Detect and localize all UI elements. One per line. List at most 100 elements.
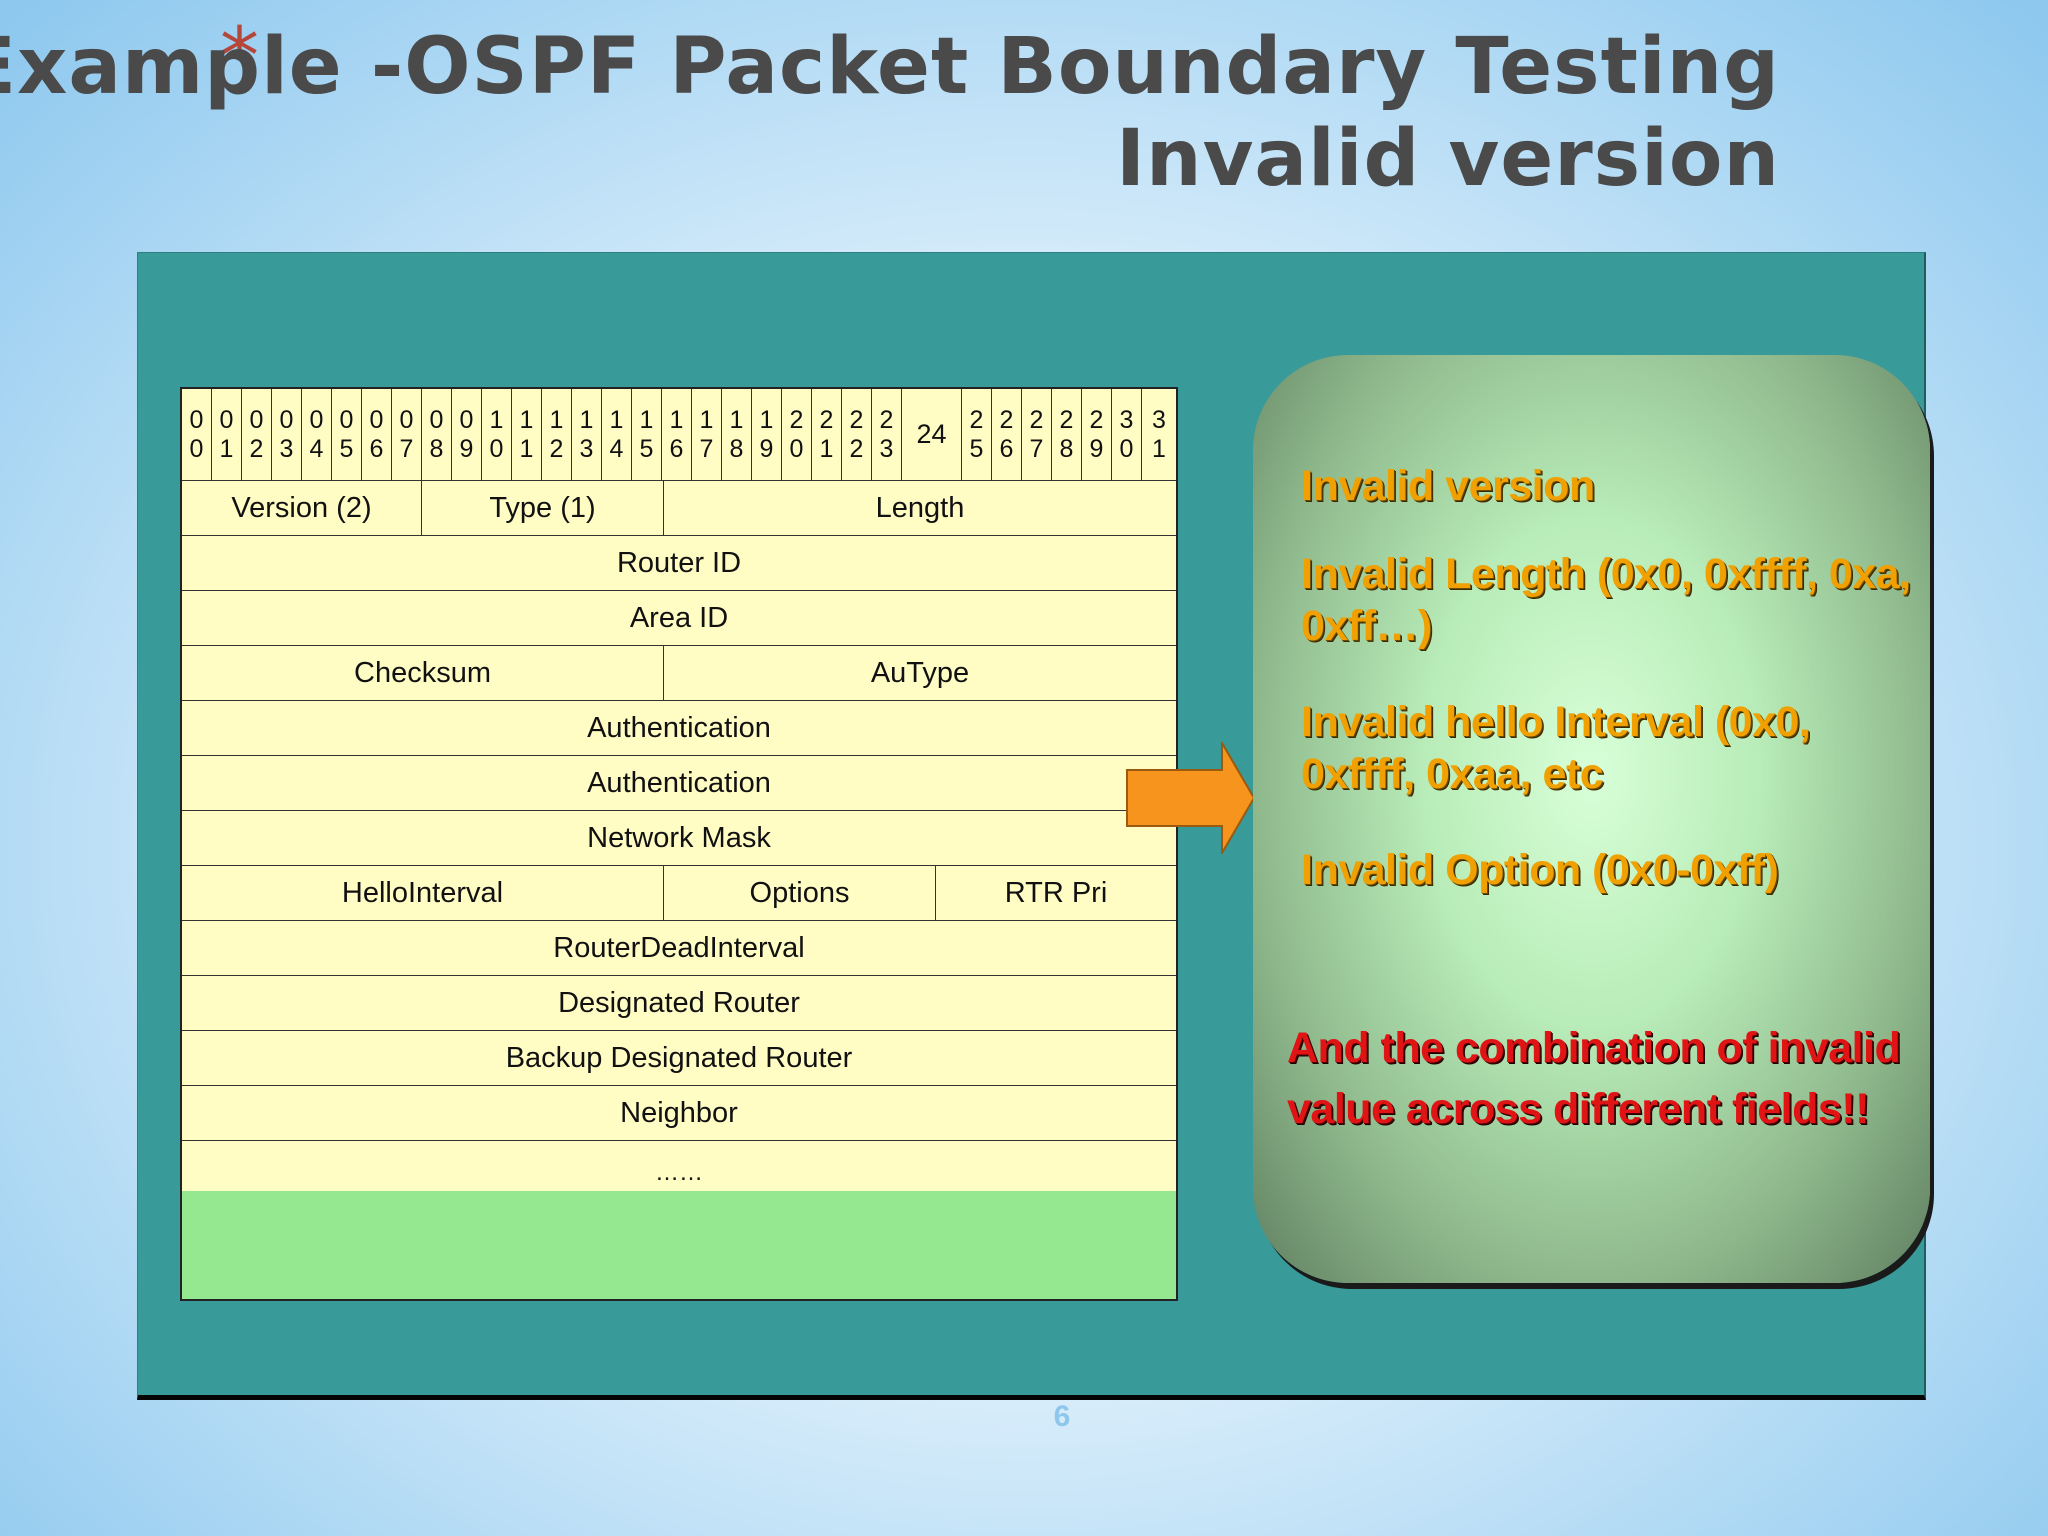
page-number: 6 bbox=[1053, 1400, 1071, 1433]
packet-row-ellipsis: …… bbox=[182, 1141, 1176, 1193]
bit-digit: 7 bbox=[399, 434, 414, 463]
bit-digit: 8 bbox=[1059, 434, 1074, 463]
packet-row-hello: HelloInterval Options RTR Pri bbox=[182, 866, 1176, 921]
callout-note-combination: And the combination of invalid value acr… bbox=[1287, 1024, 1901, 1134]
field-checksum: Checksum bbox=[182, 646, 664, 700]
bit-digit: 0 bbox=[789, 434, 804, 463]
bit-digit: 3 bbox=[1119, 405, 1134, 434]
bit-digit: 0 bbox=[459, 405, 474, 434]
bit-digit: 3 bbox=[879, 434, 894, 463]
field-length: Length bbox=[875, 491, 965, 524]
bit-digit: 0 bbox=[339, 405, 354, 434]
callout-item-invalid-length: Invalid Length (0x0, 0xffff, 0xa, 0xff…) bbox=[1301, 550, 1911, 651]
field-router-dead-interval: RouterDeadInterval bbox=[553, 931, 805, 964]
bit-digit: 1 bbox=[219, 434, 234, 463]
bit-digit: 0 bbox=[279, 405, 294, 434]
arrow-right-icon bbox=[1126, 742, 1256, 854]
bit-digit: 1 bbox=[609, 405, 624, 434]
bit-digit: 9 bbox=[1089, 434, 1104, 463]
bit-digit: 1 bbox=[669, 405, 684, 434]
bit-digit: 0 bbox=[369, 405, 384, 434]
slide-title-line-2: Invalid version bbox=[1116, 114, 1780, 204]
callout-item-invalid-hello-interval: Invalid hello Interval (0x0, 0xffff, 0xa… bbox=[1301, 698, 1811, 799]
bit-digit: 0 bbox=[249, 405, 264, 434]
callout-item-invalid-version: Invalid version bbox=[1301, 462, 1595, 510]
bit-digit: 0 bbox=[489, 434, 504, 463]
bullet-asterisk: * bbox=[220, 12, 259, 102]
bit-digit: 8 bbox=[429, 434, 444, 463]
bit-digit: 1 bbox=[489, 405, 504, 434]
bit-digit: 5 bbox=[339, 434, 354, 463]
bit-digit: 2 bbox=[1029, 405, 1044, 434]
bit-digit: 0 bbox=[309, 405, 324, 434]
packet-row-area-id: Area ID bbox=[182, 591, 1176, 646]
bit-digit: 2 bbox=[999, 405, 1014, 434]
bit-digit: 6 bbox=[999, 434, 1014, 463]
bit-digit: 2 bbox=[849, 434, 864, 463]
bit-digit: 1 bbox=[519, 434, 534, 463]
field-neighbor: Neighbor bbox=[620, 1096, 738, 1129]
bit-digit: 5 bbox=[639, 434, 654, 463]
slide-title-line-1: Example -OSPF Packet Boundary Testing bbox=[0, 22, 1780, 112]
bit-digit: 3 bbox=[279, 434, 294, 463]
packet-row-authentication-2: Authentication bbox=[182, 756, 1176, 811]
field-area-id: Area ID bbox=[629, 601, 729, 634]
bit-digit: 0 bbox=[189, 405, 204, 434]
bit-digit: 4 bbox=[309, 434, 324, 463]
packet-row-neighbor: Neighbor bbox=[182, 1086, 1176, 1141]
field-designated-router: Designated Router bbox=[558, 986, 800, 1019]
bit-digit: 1 bbox=[1152, 434, 1166, 463]
packet-row-authentication-1: Authentication bbox=[182, 701, 1176, 756]
field-ellipsis: …… bbox=[655, 1159, 703, 1186]
bit-digit: 1 bbox=[729, 405, 744, 434]
bit-digit: 24 bbox=[916, 418, 947, 449]
bit-digit: 0 bbox=[429, 405, 444, 434]
field-authentication-2: Authentication bbox=[587, 766, 771, 799]
bit-digit: 2 bbox=[1089, 405, 1104, 434]
bit-digit: 1 bbox=[579, 405, 594, 434]
bit-digit: 2 bbox=[549, 434, 564, 463]
bit-digit: 2 bbox=[879, 405, 894, 434]
field-version: Version (2) bbox=[182, 481, 422, 535]
test-cases-callout: Invalid version Invalid Length (0x0, 0xf… bbox=[1253, 355, 1930, 1283]
bit-digit: 5 bbox=[969, 434, 984, 463]
bit-digit: 1 bbox=[819, 434, 834, 463]
bit-digit: 0 bbox=[219, 405, 234, 434]
bit-digit: 0 bbox=[189, 434, 204, 463]
bit-digit: 2 bbox=[849, 405, 864, 434]
field-options: Options bbox=[664, 866, 936, 920]
slide-title-area: * Example -OSPF Packet Boundary Testing … bbox=[0, 12, 1780, 228]
bit-digit: 1 bbox=[519, 405, 534, 434]
bit-digit: 1 bbox=[639, 405, 654, 434]
packet-row-header: Version (2) Type (1) Length bbox=[182, 481, 1176, 536]
bit-digit: 6 bbox=[369, 434, 384, 463]
bit-digit: 2 bbox=[249, 434, 264, 463]
field-network-mask: Network Mask bbox=[587, 821, 771, 854]
field-rtr-pri: RTR Pri bbox=[1004, 876, 1108, 909]
field-authentication-1: Authentication bbox=[587, 711, 771, 744]
packet-green-area bbox=[182, 1191, 1176, 1299]
